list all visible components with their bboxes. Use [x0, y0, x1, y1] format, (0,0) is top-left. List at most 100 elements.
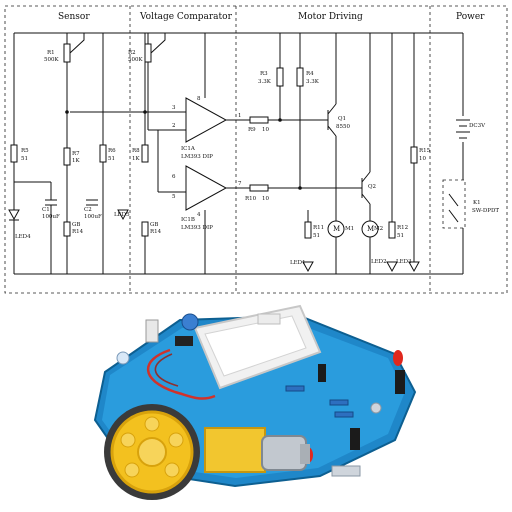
ic1b-name: IC1B [181, 217, 195, 223]
r5-name: R5 [21, 148, 29, 154]
pin-8: 8 [197, 96, 201, 102]
m2-label: M2 [374, 226, 383, 232]
potentiometer-left [116, 351, 130, 365]
gb2-name: GB [150, 222, 158, 228]
r5-value: 51 [21, 156, 28, 162]
led4-diode [8, 209, 20, 221]
led3-label: LED3 [396, 259, 412, 265]
c1-value: 100uF [42, 214, 60, 220]
battery-holder [193, 304, 322, 390]
r12-name: R12 [397, 225, 408, 231]
ic1b-value: LM393 DIP [181, 225, 213, 231]
gb1-name: GB [72, 222, 80, 228]
r7-value: 1K [72, 158, 80, 164]
capacitor-black-right [395, 370, 405, 394]
r7-name: R7 [72, 151, 80, 157]
led2-label: LED2 [371, 259, 387, 265]
section-title-comparator: Voltage Comparator [139, 12, 233, 22]
r4-resistor [296, 67, 304, 87]
r8-name: R8 [132, 148, 140, 154]
led1-diode [302, 261, 314, 273]
q1-name: Q1 [338, 116, 346, 122]
red-wire [146, 348, 216, 400]
r1-potentiometer [63, 43, 71, 63]
r8-resistor [141, 144, 149, 163]
k1-name: K1 [473, 200, 481, 206]
section-title-power: Power [456, 12, 485, 22]
trim-potentiometer [181, 313, 199, 331]
r12-resistor [388, 221, 396, 239]
gear-motor [204, 427, 310, 473]
r15-name: R15 [419, 148, 431, 154]
r11-resistor [304, 221, 312, 239]
gb1-value: R14 [72, 229, 84, 235]
c1-name: C1 [42, 207, 50, 213]
battery-label: DC3V [469, 123, 486, 129]
r8-value: 1K [132, 156, 140, 162]
r2-potentiometer [144, 43, 152, 63]
lm393-chip [175, 336, 193, 346]
r7-resistor [63, 147, 71, 166]
r11-name: R11 [313, 225, 324, 231]
r9-resistor [249, 116, 269, 124]
ic1a-comparator [185, 97, 228, 143]
q1-value: 8550 [336, 124, 350, 130]
transistor-q1 [318, 364, 326, 382]
gb2-value: R14 [150, 229, 162, 235]
pin-3: 3 [172, 105, 176, 111]
r11-value: 51 [313, 233, 320, 239]
r2-name: R2 [128, 50, 136, 56]
r6-resistor [99, 144, 107, 163]
svg-text:M: M [333, 225, 340, 233]
led5-label: LED5 [114, 212, 130, 218]
r6-name: R6 [108, 148, 116, 154]
slide-switch [145, 319, 159, 343]
section-title-motor: Motor Driving [298, 12, 363, 22]
r10-name: R10 [245, 196, 257, 202]
pin-4: 4 [197, 212, 201, 218]
svg-text:M: M [367, 225, 374, 233]
r12-value: 51 [397, 233, 404, 239]
pin-7: 7 [238, 181, 242, 187]
gb2-photoresistor [141, 221, 149, 237]
ic1a-value: LM393 DIP [181, 154, 213, 160]
pin-5: 5 [172, 194, 176, 200]
r5-resistor [10, 144, 18, 163]
photoresistor [370, 402, 382, 414]
capacitor-black [350, 428, 360, 450]
yellow-wheel [104, 404, 200, 500]
r9-name: R9 [248, 127, 256, 133]
r3-resistor [276, 67, 284, 87]
k1-switch [442, 179, 466, 229]
r10-value: 10 [262, 196, 269, 202]
r4-value: 3.3K [306, 79, 320, 85]
ic1a-name: IC1A [181, 146, 196, 152]
resistor-blue-2 [329, 399, 349, 406]
q2-name: Q2 [368, 184, 376, 190]
r6-value: 51 [108, 156, 115, 162]
r3-name: R3 [260, 71, 268, 77]
circuit-schematic: Sensor Voltage Comparator Motor Driving … [4, 5, 508, 294]
m1-label: M1 [345, 226, 354, 232]
r15-resistor [410, 146, 418, 164]
k1-value: SW-DPDT [472, 208, 499, 214]
pin-6: 6 [172, 174, 176, 180]
ic1b-comparator [185, 165, 228, 211]
led2-diode [386, 261, 398, 273]
robot-car-photo [93, 304, 417, 500]
r15-value: 10 [419, 156, 426, 162]
resistor-blue-1 [285, 385, 305, 392]
red-led-right [393, 350, 403, 366]
gb1-photoresistor [63, 221, 71, 237]
r3-value: 3.3K [258, 79, 272, 85]
r1-value: 500K [44, 57, 59, 63]
schematic-frame [4, 5, 508, 294]
resistor-blue-3 [334, 411, 354, 418]
r9-value: 10 [262, 127, 269, 133]
pin-1: 1 [238, 113, 242, 119]
c2-value: 100uF [84, 214, 102, 220]
r4-name: R4 [306, 71, 314, 77]
r10-resistor [249, 184, 269, 192]
c2-name: C2 [84, 207, 92, 213]
caster-wheel [331, 465, 361, 477]
